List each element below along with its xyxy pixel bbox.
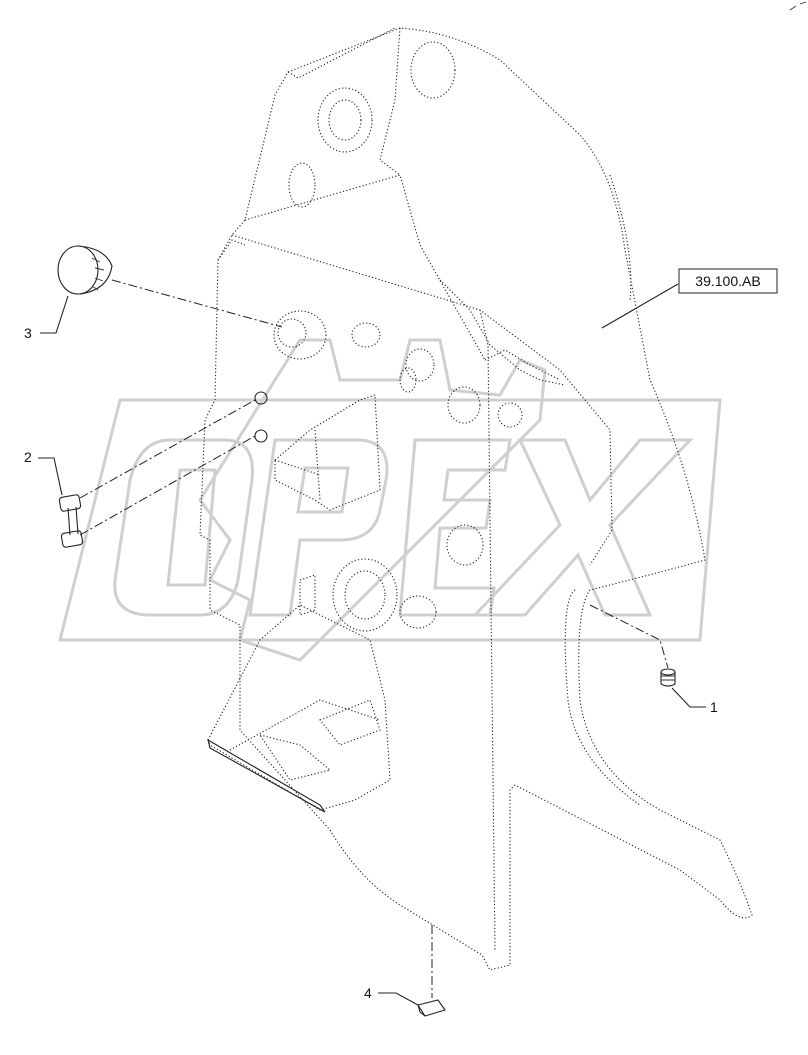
callout-1: 1 — [710, 699, 718, 715]
part-4-block — [417, 925, 446, 1017]
part-2-handle — [58, 391, 268, 548]
part-3-knob — [57, 245, 283, 328]
reference-box[interactable]: 39.100.AB — [678, 268, 778, 294]
corner-mark — [789, 1, 807, 11]
opex-watermark — [58, 338, 722, 662]
part-1-plug — [589, 604, 676, 687]
callout-4: 4 — [364, 985, 372, 1001]
leader-lines — [38, 283, 706, 1006]
callout-2: 2 — [24, 449, 32, 465]
reference-box-label[interactable]: 39.100.AB — [695, 273, 760, 289]
frame-body — [199, 27, 753, 971]
callout-3: 3 — [24, 325, 32, 341]
